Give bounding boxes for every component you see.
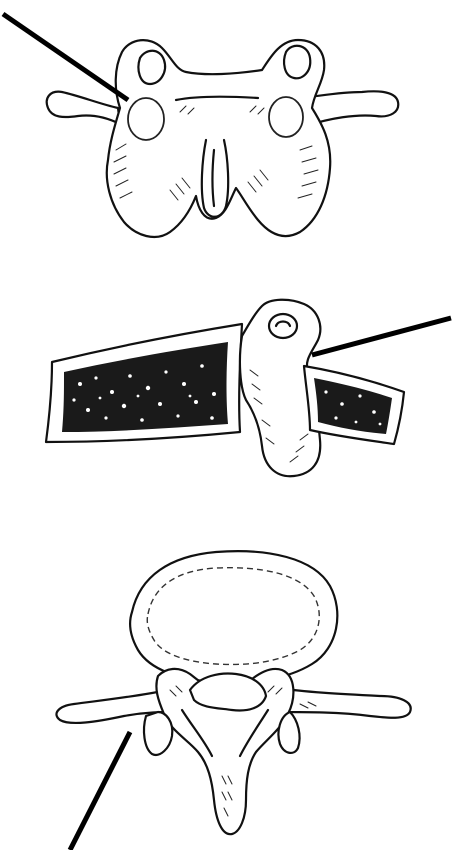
axial-view-vertebra xyxy=(56,551,410,834)
needle-posterior-view xyxy=(3,14,128,100)
posterior-view-vertebra xyxy=(47,40,398,237)
axial-right-facet xyxy=(278,712,299,753)
axial-spinal-canal xyxy=(190,674,266,711)
lateral-view-vertebra xyxy=(46,300,404,476)
left-transverse-process xyxy=(47,92,120,124)
right-pedicle-entry-circle xyxy=(269,97,303,137)
needle-lateral-view xyxy=(312,318,451,355)
axial-right-transverse-process xyxy=(278,688,411,718)
axial-left-facet xyxy=(144,712,172,755)
axial-vertebral-body xyxy=(130,551,337,682)
left-pedicle-entry-circle xyxy=(128,98,164,140)
needle-axial-view xyxy=(70,732,130,850)
